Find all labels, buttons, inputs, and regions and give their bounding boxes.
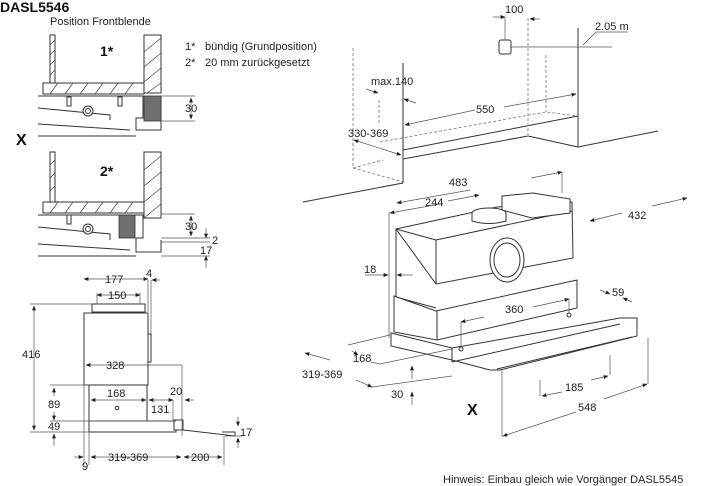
- dim-550: 550: [476, 104, 494, 116]
- dim-168-side: 168: [107, 388, 125, 400]
- dim-200: 200: [191, 452, 209, 464]
- legend-text-1: bündig (Grundposition): [205, 41, 317, 53]
- dim-18: 18: [364, 264, 376, 276]
- dim-168-iso: 168: [353, 353, 371, 365]
- dim-131: 131: [151, 404, 169, 416]
- dim-548: 548: [578, 402, 596, 414]
- dim-4: 4: [146, 268, 152, 280]
- dim-330-369: 330-369: [348, 128, 388, 140]
- front-panel-recessed: [118, 214, 136, 239]
- dim-9: 9: [82, 461, 88, 473]
- x-marker-iso: X: [467, 402, 478, 419]
- installation-note: Hinweis: Einbau gleich wie Vorgänger DAS…: [443, 474, 683, 486]
- dim-150: 150: [108, 290, 126, 302]
- dim-185: 185: [565, 382, 583, 394]
- detail-position-2: 30 2 17 2*: [37, 151, 218, 268]
- dim-2-05-m: 2.05 m: [595, 21, 629, 33]
- subtitle: Position Frontblende: [50, 16, 151, 28]
- dim-360: 360: [505, 304, 523, 316]
- socket-icon: [498, 39, 512, 55]
- model-title: DASL5546: [0, 0, 69, 15]
- detail-position-1: 30 1*: [37, 34, 197, 137]
- side-view: 177 4 150 416 328 89 49 168 131 20 17 9: [22, 268, 252, 473]
- dim-328: 328: [106, 360, 124, 372]
- dim-319-369-iso: 319-369: [302, 369, 342, 381]
- legend-text-2: 20 mm zurückgesetzt: [205, 57, 310, 69]
- position-1-marker: 1*: [100, 43, 114, 59]
- legend-key-1: 1*: [185, 41, 196, 53]
- front-panel-flush: [143, 95, 162, 122]
- dim-max-140: max.140: [371, 76, 413, 88]
- position-2-marker: 2*: [100, 163, 114, 179]
- dim-30-detail1: 30: [185, 103, 197, 115]
- dim-30-detail2: 30: [185, 221, 197, 233]
- dim-100: 100: [505, 4, 523, 16]
- dim-416: 416: [22, 349, 40, 361]
- iso-cabinet: 100 2.05 m max.140 550 330-369: [302, 4, 659, 203]
- dim-59: 59: [612, 287, 624, 299]
- dim-319-369-side: 319-369: [108, 452, 148, 464]
- dim-483: 483: [449, 177, 467, 189]
- legend-key-2: 2*: [185, 57, 196, 69]
- dim-17-side: 17: [240, 427, 252, 439]
- dim-20: 20: [170, 386, 182, 398]
- x-marker-detail: X: [16, 132, 27, 149]
- dim-17-detail2: 17: [200, 245, 212, 257]
- dim-89: 89: [48, 399, 60, 411]
- iso-hood: 483 244 432 18 360 59 168 319-369 30: [302, 170, 688, 437]
- dim-2: 2: [212, 235, 218, 247]
- dim-49: 49: [48, 421, 60, 433]
- dim-432: 432: [628, 210, 646, 222]
- dim-177: 177: [105, 274, 123, 286]
- dim-244: 244: [425, 197, 443, 209]
- dim-30-iso: 30: [391, 389, 403, 401]
